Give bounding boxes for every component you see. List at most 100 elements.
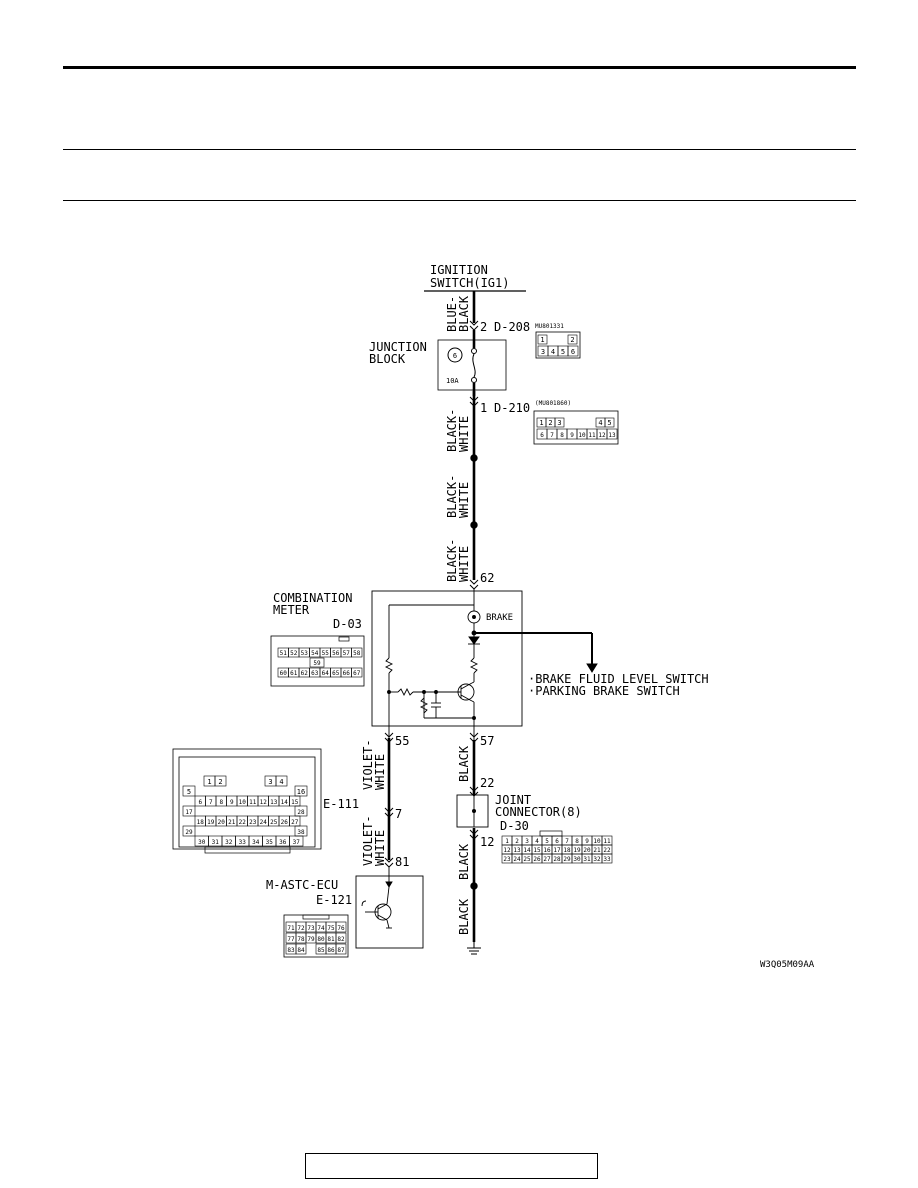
- pin-number: 32: [225, 839, 233, 846]
- pin-number: 38: [297, 829, 305, 836]
- pin-number: 64: [322, 670, 330, 677]
- joint-connector-code: D-30: [500, 819, 529, 833]
- wire-color-vw1-a: VIOLET-: [361, 739, 375, 790]
- pin-number: 12: [503, 847, 511, 854]
- pin-number: 29: [563, 856, 571, 863]
- pin-2: 2: [480, 320, 487, 334]
- pin-number: 12: [260, 799, 268, 806]
- joint-connector-line1: JOINT: [495, 793, 531, 807]
- pin-number: 5: [561, 348, 565, 356]
- pin-number: 33: [603, 856, 611, 863]
- connector-mu801331-part: MU801331: [535, 323, 564, 330]
- pin-number: 27: [291, 819, 299, 826]
- wire-color-black-3: BLACK: [457, 898, 471, 935]
- pin-number: 87: [337, 947, 345, 954]
- pin-number: 25: [523, 856, 531, 863]
- pin-number: 2: [570, 336, 574, 344]
- pin-number: 18: [197, 819, 205, 826]
- pin-number: 14: [281, 799, 289, 806]
- pin-cell: [537, 334, 548, 345]
- pin-number: 10: [239, 799, 247, 806]
- pin-number: 21: [593, 847, 601, 854]
- brake-fluid-level-switch: ·BRAKE FLUID LEVEL SWITCH: [528, 672, 709, 686]
- pin-number: 7: [565, 838, 569, 845]
- pin-number: 7: [550, 432, 554, 439]
- wire-color-black-1: BLACK: [457, 745, 471, 782]
- pin-cell: [295, 943, 307, 955]
- pin-number: 86: [327, 947, 335, 954]
- connector-marks: [469, 320, 479, 590]
- ignition-label-line1: IGNITION: [430, 263, 488, 277]
- pin-cell: [335, 921, 347, 933]
- pin-number: 28: [553, 856, 561, 863]
- pin-number: 77: [287, 936, 295, 943]
- pin-number: 25: [270, 819, 278, 826]
- pin-number: 4: [535, 838, 539, 845]
- pin-number: 55: [322, 650, 330, 657]
- ignition-switch: IGNITION SWITCH(IG1): [424, 263, 526, 292]
- pin-55: 55: [395, 734, 409, 748]
- pin-number: 76: [337, 925, 345, 932]
- pin-number: 16: [297, 788, 305, 796]
- pin-12: 12: [480, 835, 494, 849]
- pin-number: 6: [198, 799, 202, 806]
- pin-number: 24: [513, 856, 521, 863]
- pin-number: 5: [607, 419, 611, 427]
- pin-number: 4: [279, 778, 283, 786]
- pin-number: 26: [281, 819, 289, 826]
- pin-number: 7: [209, 799, 213, 806]
- ignition-label-line2: SWITCH(IG1): [430, 276, 509, 290]
- pin-number: 79: [307, 936, 315, 943]
- wire-color-bw2-b: WHITE: [457, 482, 471, 518]
- wire-color-vw2-b: WHITE: [373, 830, 387, 866]
- pin-number: 63: [311, 670, 319, 677]
- pin-7: 7: [395, 807, 402, 821]
- connector-d208: D-208: [494, 320, 530, 334]
- pin-number: 3: [557, 419, 561, 427]
- wire-color-bw1-a: BLACK-: [445, 409, 459, 452]
- pin-cell: [309, 657, 325, 668]
- pin-number: 33: [239, 839, 247, 846]
- pin-cell: [335, 932, 347, 944]
- pin-number: 13: [270, 799, 278, 806]
- wire-color-bw3-b: WHITE: [457, 546, 471, 582]
- pin-cell: [351, 667, 363, 678]
- pin-number: 15: [291, 799, 299, 806]
- pin-cell: [554, 417, 565, 428]
- pin-number: 19: [207, 819, 215, 826]
- header-rule-top: [63, 66, 856, 69]
- splice-dot: [470, 454, 478, 462]
- pin-number: 16: [543, 847, 551, 854]
- wire-color-vw1-b: WHITE: [373, 754, 387, 790]
- pin-number: 78: [297, 936, 305, 943]
- pin-number: 71: [287, 925, 295, 932]
- pin-number: 81: [327, 936, 335, 943]
- pin-number: 9: [585, 838, 589, 845]
- pin-number: 61: [290, 670, 298, 677]
- header-rule-bottom: [63, 200, 856, 201]
- pin-cell: [275, 775, 288, 787]
- pin-number: 6: [571, 348, 575, 356]
- pin-62: 62: [480, 571, 494, 585]
- pin-cell: [294, 785, 308, 797]
- pin-number: 4: [551, 348, 555, 356]
- pin-number: 29: [185, 829, 193, 836]
- pin-number: 9: [230, 799, 234, 806]
- pin-number: 2: [548, 419, 552, 427]
- pin-number: 12: [598, 432, 606, 439]
- pin-number: 11: [603, 838, 611, 845]
- pin-number: 34: [252, 839, 260, 846]
- lower-wires: [384, 732, 481, 955]
- pin-number: 2: [218, 778, 222, 786]
- pin-number: 8: [219, 799, 223, 806]
- pin-number: 8: [560, 432, 564, 439]
- header-rule-middle: [63, 149, 856, 150]
- pin-number: 52: [290, 650, 298, 657]
- pin-number: 36: [279, 839, 287, 846]
- pin-number: 30: [573, 856, 581, 863]
- pin-cell: [294, 805, 308, 817]
- pin-number: 6: [540, 432, 544, 439]
- pin-number: 13: [608, 432, 616, 439]
- pin-number: 54: [311, 650, 319, 657]
